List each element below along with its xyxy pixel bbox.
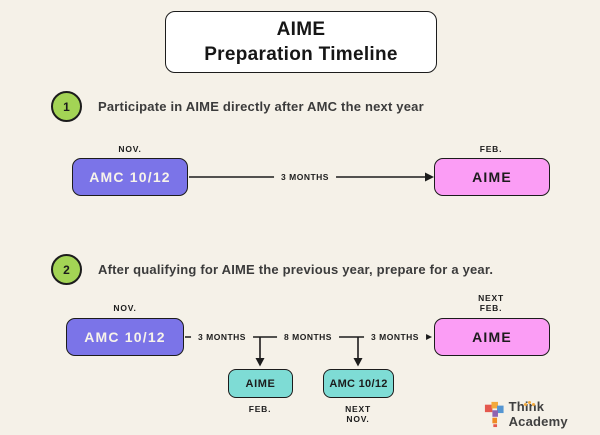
bran2-date-line2: NOV. bbox=[346, 414, 370, 424]
step1-description: Participate in AIME directly after AMC t… bbox=[98, 99, 424, 114]
branch2-amc-box: AMC 10/12 bbox=[323, 369, 394, 398]
timeline1-amc-box: AMC 10/12 bbox=[72, 158, 188, 196]
timeline2-segment2-label: 8 MONTHS bbox=[277, 331, 339, 343]
timeline1-start-date: NOV. bbox=[118, 144, 142, 154]
branch2-date-line1: NEXT bbox=[345, 404, 371, 414]
timeline2-segment3-label: 3 MONTHS bbox=[364, 331, 426, 343]
step2-description: After qualifying for AIME the previous y… bbox=[98, 262, 494, 277]
step2-number-badge: 2 bbox=[51, 254, 82, 285]
branch2-date: NEXT NOV. bbox=[345, 404, 371, 424]
logo-sparkle-icon bbox=[528, 401, 531, 404]
think-academy-logo-text: Think Academy bbox=[508, 399, 568, 429]
timeline1-end-date: FEB. bbox=[479, 144, 503, 154]
timeline2-amc-box: AMC 10/12 bbox=[66, 318, 184, 356]
branch1-date-line1: FEB. bbox=[248, 404, 272, 414]
branch1-aime-box: AIME bbox=[228, 369, 293, 398]
timeline1-segment-label: 3 MONTHS bbox=[274, 171, 336, 183]
title-line2: Preparation Timeline bbox=[204, 44, 398, 65]
timeline2-aime-box: AIME bbox=[434, 318, 550, 356]
title-box: AIME Preparation Timeline bbox=[165, 11, 437, 73]
step1-number-badge: 1 bbox=[51, 91, 82, 122]
timeline2-segment1-label: 3 MONTHS bbox=[191, 331, 253, 343]
timeline2-end-date: NEXT FEB. bbox=[478, 293, 504, 313]
timeline1-aime-box: AIME bbox=[434, 158, 550, 196]
timeline2-start-date: NOV. bbox=[113, 303, 137, 313]
think-academy-logo-icon bbox=[484, 401, 504, 428]
title-line1: AIME bbox=[276, 19, 326, 40]
think-academy-logo: Think Academy bbox=[484, 399, 600, 429]
branch1-date: FEB. bbox=[249, 404, 272, 414]
timeline2-end-date-line2: FEB. bbox=[479, 303, 503, 313]
timeline2-end-date-line1: NEXT bbox=[478, 293, 504, 303]
